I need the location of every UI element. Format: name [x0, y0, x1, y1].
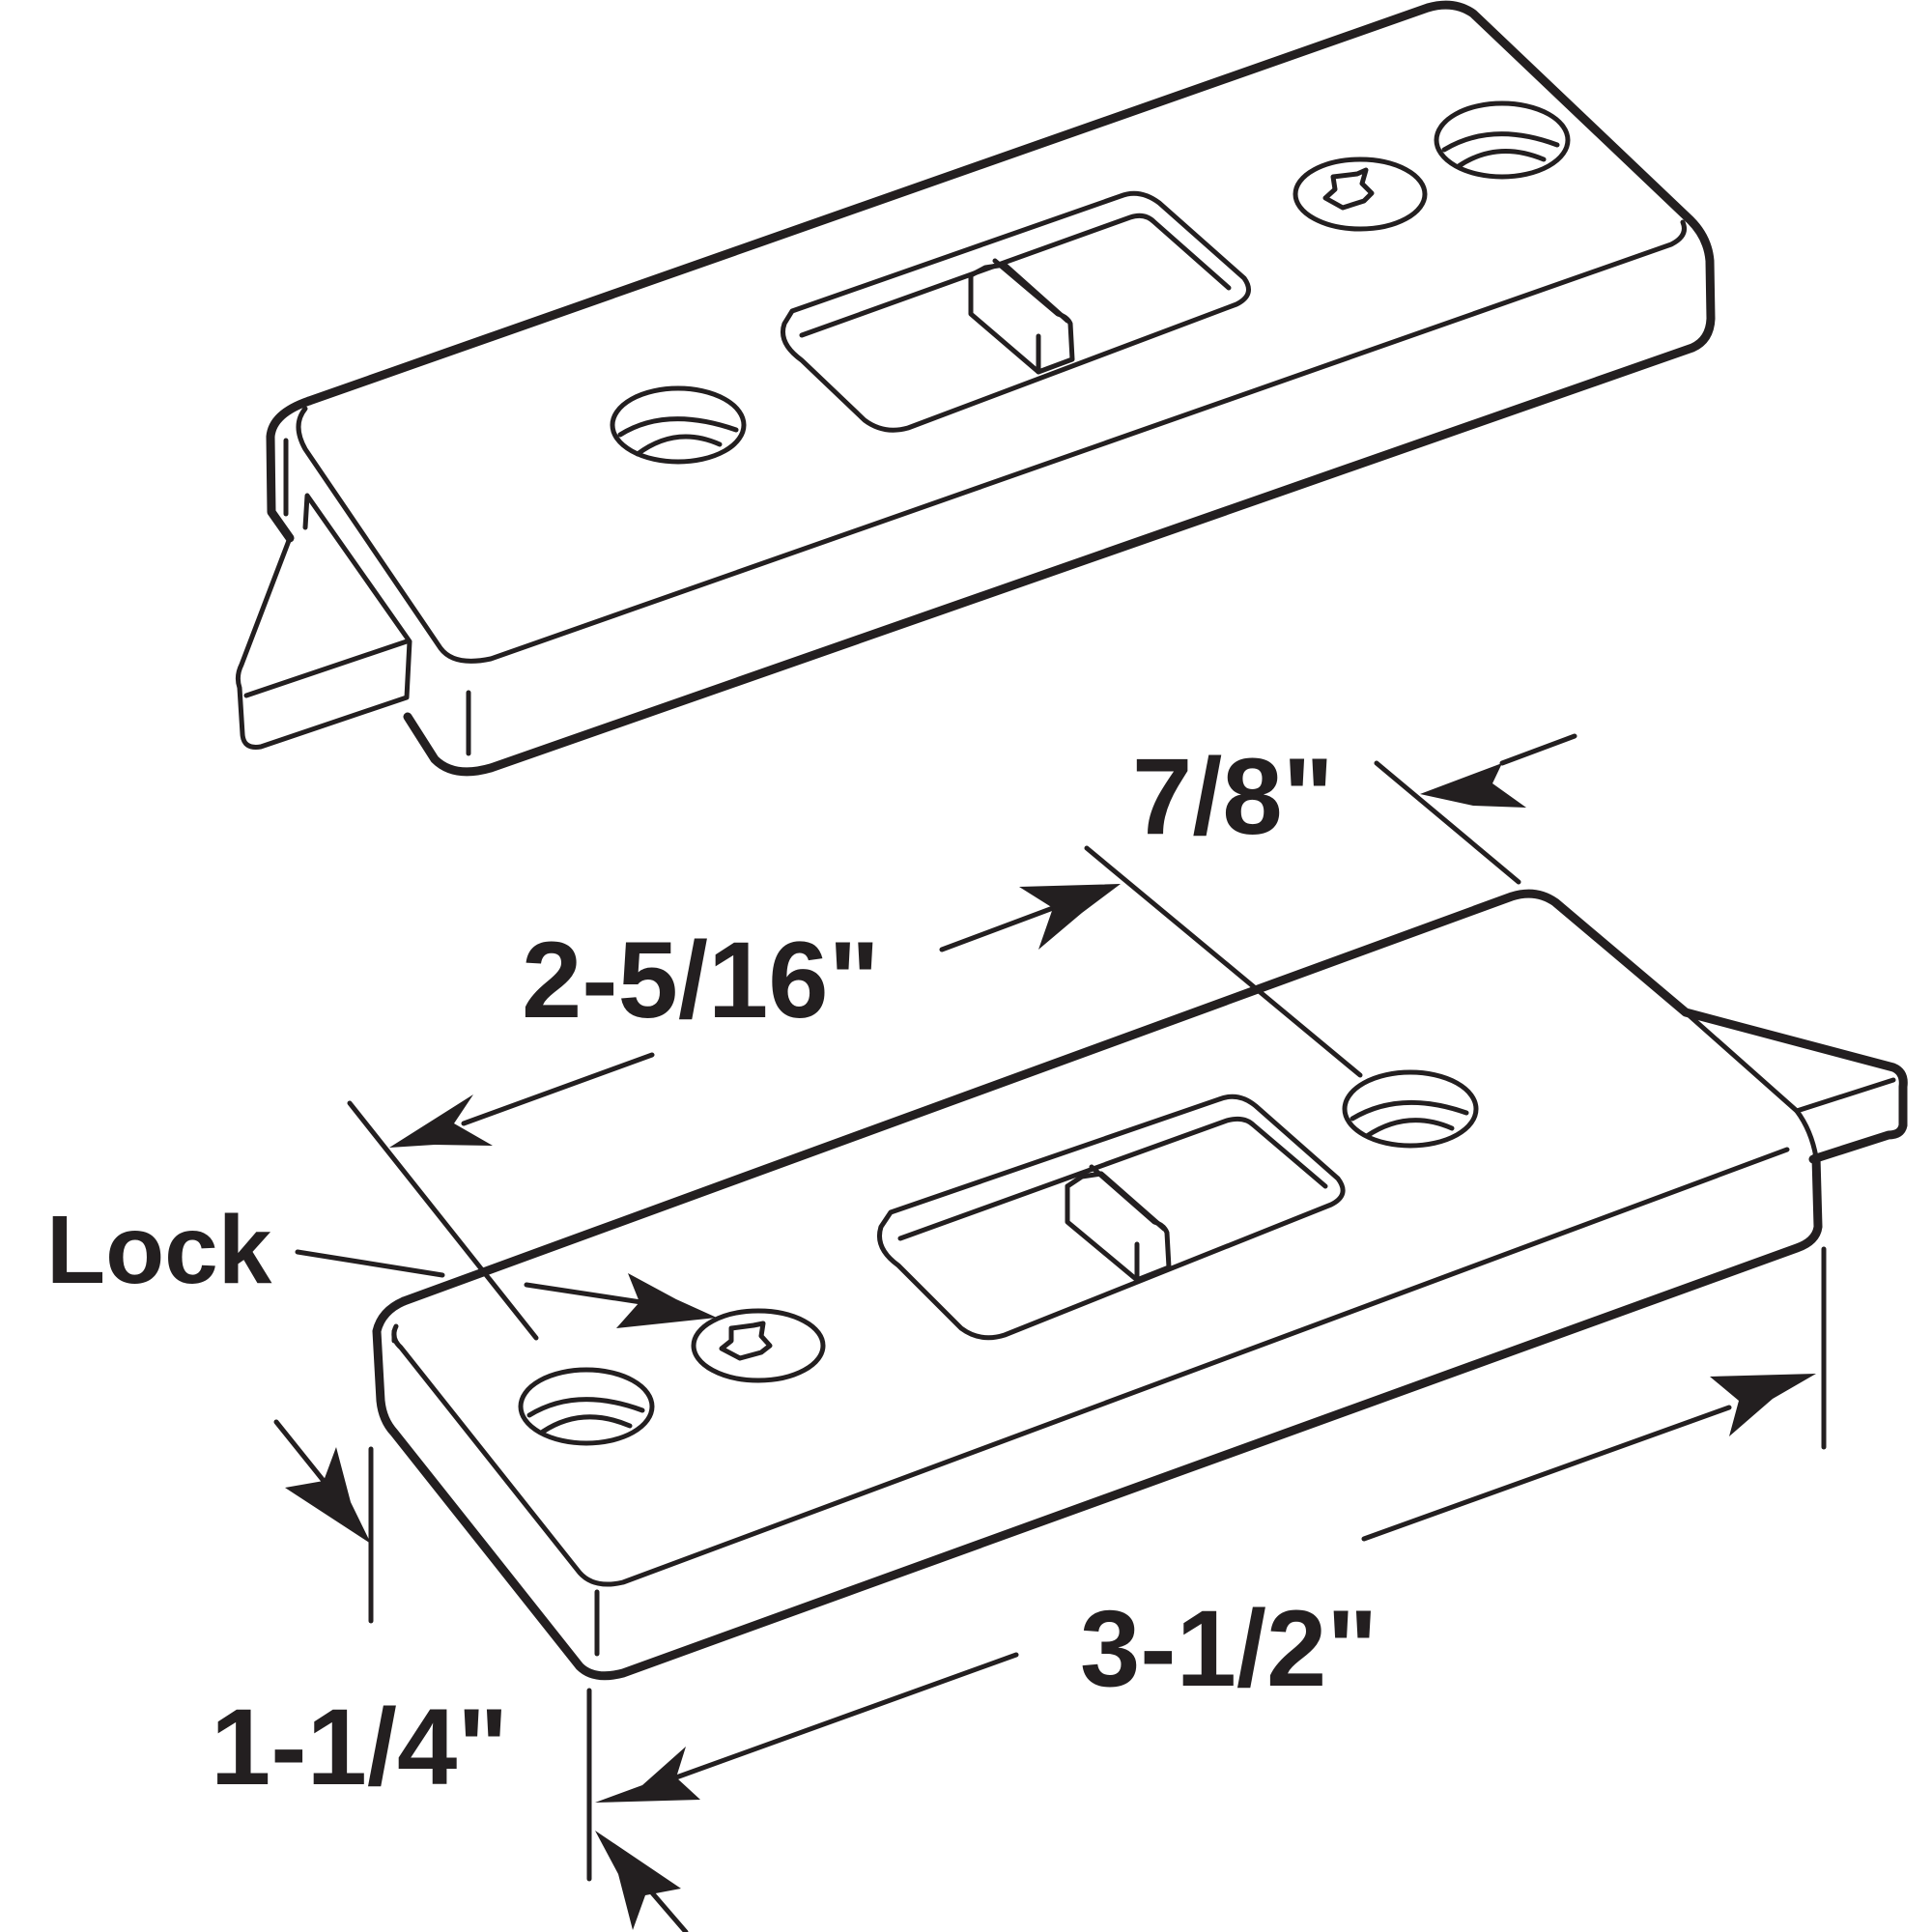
upper-lock-keyhole: [1293, 156, 1428, 232]
lower-slide-slot: [877, 1094, 1346, 1341]
upper-latch-plate: [235, 0, 1716, 777]
arrowhead-2-5-16-left: [389, 1094, 493, 1148]
label-1-1-4: 1-1/4": [211, 1687, 508, 1807]
label-2-5-16: 2-5/16": [522, 920, 880, 1040]
label-3-1-2: 3-1/2": [1080, 1588, 1378, 1709]
arrowhead-7-8: [1420, 763, 1526, 808]
upper-slide-slot: [781, 190, 1251, 433]
lower-latch-plate: [372, 889, 1908, 1681]
dimension-3-1-2-length: [586, 1246, 1827, 1882]
lower-lock-keyhole: [691, 1308, 826, 1383]
dimension-2-5-16-spacing: [347, 884, 1121, 1341]
label-7-8: 7/8": [1132, 736, 1334, 857]
arrowhead-2-5-16-right: [1019, 884, 1121, 950]
lower-screw-hole-left: [518, 1367, 655, 1446]
arrowhead-1-1-4-bottom: [595, 1831, 681, 1930]
arrowhead-lock: [616, 1273, 717, 1328]
lower-screw-hole-right: [1342, 1069, 1479, 1149]
dimension-1-1-4-height: [273, 1419, 689, 1932]
upper-screw-hole-right: [1434, 100, 1571, 180]
arrowhead-3-1-2-left: [595, 1747, 700, 1803]
label-lock: Lock: [46, 1196, 272, 1304]
dimension-7-8-width: [1084, 733, 1577, 1078]
arrowhead-1-1-4-top: [285, 1447, 371, 1544]
arrowhead-3-1-2-right: [1710, 1374, 1816, 1436]
upper-screw-hole-left: [610, 385, 747, 465]
lock-callout: [295, 1249, 717, 1328]
